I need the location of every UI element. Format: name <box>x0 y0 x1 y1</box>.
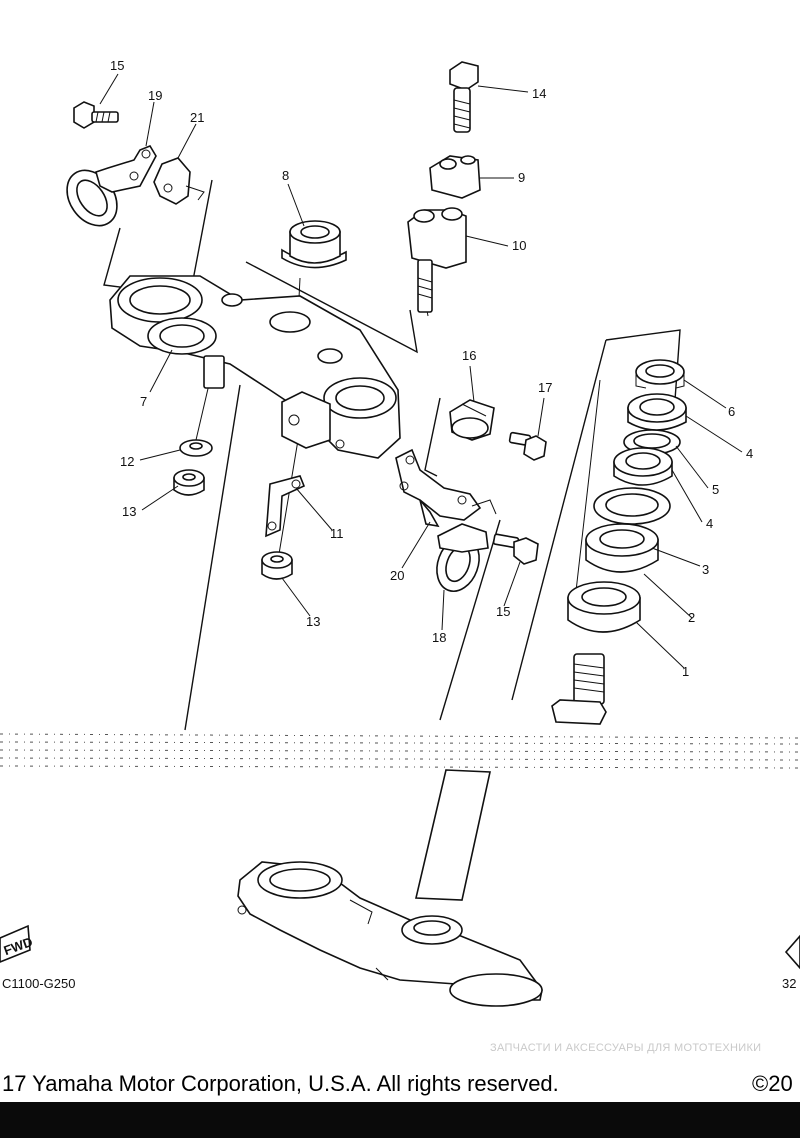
callout-10: 10 <box>512 238 526 253</box>
callout-numbers: 15 19 21 8 14 9 10 7 16 17 6 4 5 4 12 13… <box>110 58 753 679</box>
callout-12: 12 <box>120 454 134 469</box>
clamp-16 <box>449 399 495 441</box>
callout-18: 18 <box>432 630 446 645</box>
holder-upper-9 <box>429 155 481 199</box>
callout-11: 11 <box>330 526 344 541</box>
clamp-18 <box>436 499 497 592</box>
callout-16: 16 <box>462 348 476 363</box>
upper-bracket-7 <box>109 275 401 459</box>
leader-lines <box>99 73 743 669</box>
callout-19: 19 <box>148 88 162 103</box>
bracket-19 <box>66 145 157 227</box>
callout-1: 1 <box>682 664 689 679</box>
holder-lower-10 <box>407 207 467 313</box>
callout-6: 6 <box>728 404 735 419</box>
callout-13-left: 13 <box>122 504 136 519</box>
copyright-year: ©20 <box>752 1071 793 1096</box>
diagram-code-right: 32 <box>782 976 796 991</box>
callout-17: 17 <box>538 380 552 395</box>
callout-9: 9 <box>518 170 525 185</box>
ring-nut-4-lower <box>613 447 673 486</box>
bolt-15-top <box>73 101 119 129</box>
callout-15-right: 15 <box>496 604 510 619</box>
nut-13-left <box>173 469 205 496</box>
clip-21 <box>153 157 205 205</box>
steering-stem-lower <box>237 769 543 1007</box>
seal-3 <box>593 487 671 525</box>
callout-2: 2 <box>688 610 695 625</box>
collar-8 <box>281 220 347 269</box>
callout-4-upper: 4 <box>746 446 753 461</box>
watermark-text: ЗАПЧАСТИ И АКСЕССУАРЫ ДЛЯ МОТОТЕХНИКИ <box>490 1042 762 1054</box>
bolt-14 <box>449 61 479 133</box>
callout-20: 20 <box>390 568 404 583</box>
right-arrow-icon <box>784 934 800 970</box>
callout-5: 5 <box>712 482 719 497</box>
scan-noise-band <box>0 733 800 769</box>
ring-nut-4-upper <box>627 393 687 431</box>
diagram-code-left: C1100-G250 <box>2 976 75 991</box>
steering-stem-top <box>551 653 607 725</box>
nut-13-lower <box>261 551 293 580</box>
copyright-text: 17 Yamaha Motor Corporation, U.S.A. All … <box>2 1071 559 1096</box>
washer-12 <box>179 439 213 457</box>
callout-13-lower: 13 <box>306 614 320 629</box>
callout-3: 3 <box>702 562 709 577</box>
dust-cover-6 <box>635 359 685 389</box>
callout-7: 7 <box>140 394 147 409</box>
bolt-17 <box>508 431 547 461</box>
bottom-black-bar <box>0 1102 800 1138</box>
callout-8: 8 <box>282 168 289 183</box>
callout-15-top: 15 <box>110 58 124 73</box>
callout-21: 21 <box>190 110 204 125</box>
callout-14: 14 <box>532 86 546 101</box>
bearing-1 <box>567 581 641 633</box>
bracket-20 <box>395 448 482 528</box>
fwd-arrow-icon: FWD <box>0 924 35 963</box>
callout-4-lower: 4 <box>706 516 713 531</box>
bearing-2 <box>585 523 659 573</box>
bolt-15-right <box>492 533 539 565</box>
stay-11 <box>265 475 306 538</box>
